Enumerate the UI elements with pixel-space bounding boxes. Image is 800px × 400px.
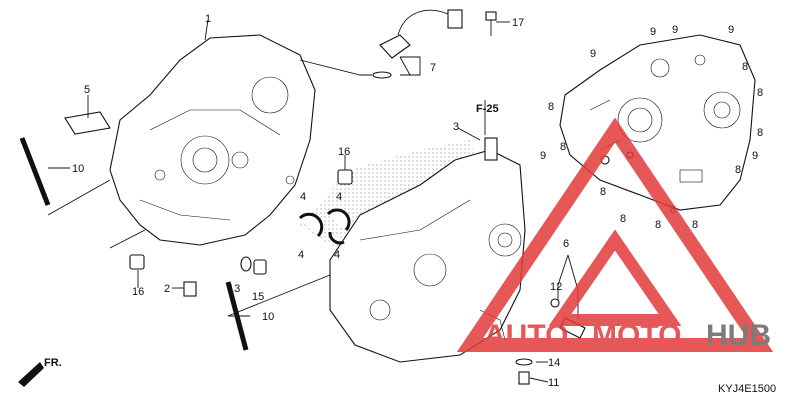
callout-8-b1: 8 — [600, 186, 606, 198]
callout-9: 9 — [540, 150, 546, 162]
callout-2: 2 — [164, 283, 170, 295]
callout-8-r2: 8 — [757, 87, 763, 99]
callout-17: 17 — [512, 17, 524, 29]
watermark-triangle-inner — [548, 229, 682, 326]
watermark-word-2: MOTO — [592, 319, 681, 352]
callout-4b: 4 — [298, 249, 304, 261]
callout-10a: 10 — [72, 163, 84, 175]
leader-lines — [47, 19, 579, 383]
callout-9-top-b: 9 — [672, 24, 678, 36]
callout-13: 13 — [228, 283, 240, 295]
callout-9-top-a: 9 — [650, 26, 656, 38]
callout-5: 5 — [84, 84, 90, 96]
callout-9-top-left: 9 — [590, 48, 596, 60]
callout-11: 11 — [548, 377, 559, 389]
watermark-triangle-outer — [456, 117, 774, 352]
left-crankcase — [109, 34, 316, 246]
callout-8-b2: 8 — [620, 213, 626, 225]
callout-9-right: 9 — [752, 150, 758, 162]
callout-3: 3 — [453, 121, 459, 133]
callout-8-left: 8 — [548, 101, 554, 113]
callout-7: 7 — [430, 62, 436, 74]
section-ref: F-25 — [476, 103, 499, 115]
callout-8-r3: 8 — [757, 127, 763, 139]
watermark-word-3: HUB — [706, 319, 771, 352]
watermark-word-1: AUTO — [484, 319, 568, 352]
callout-8-r1: 8 — [742, 61, 748, 73]
callout-4c: 4 — [336, 191, 342, 203]
callout-8-r4: 8 — [735, 164, 741, 176]
callout-8-b4: 8 — [692, 219, 698, 231]
front-marker: FR. — [44, 357, 62, 369]
callout-16b: 16 — [132, 286, 144, 298]
callout-8-b3: 8 — [655, 219, 661, 231]
callout-14: 14 — [548, 357, 560, 369]
callout-6: 6 — [563, 238, 569, 250]
callout-8-l2: 8 — [560, 141, 566, 153]
callout-4d: 4 — [334, 249, 340, 261]
callout-labels: 1 2 3 4 4 4 4 5 6 7 8 9 10 10 11 12 13 1… — [44, 13, 776, 395]
small-parts — [18, 9, 586, 387]
callout-16a: 16 — [338, 146, 350, 158]
callout-4a: 4 — [300, 191, 306, 203]
drawing-code: KYJ4E1500 — [718, 383, 776, 395]
callout-10b: 10 — [262, 311, 274, 323]
callout-1: 1 — [205, 13, 211, 25]
callout-15: 15 — [252, 291, 264, 303]
right-crankcase — [300, 137, 526, 363]
watermark: AUTO MOTO HUB — [456, 117, 774, 352]
callout-9-top-c: 9 — [728, 24, 734, 36]
callout-12: 12 — [550, 281, 562, 293]
